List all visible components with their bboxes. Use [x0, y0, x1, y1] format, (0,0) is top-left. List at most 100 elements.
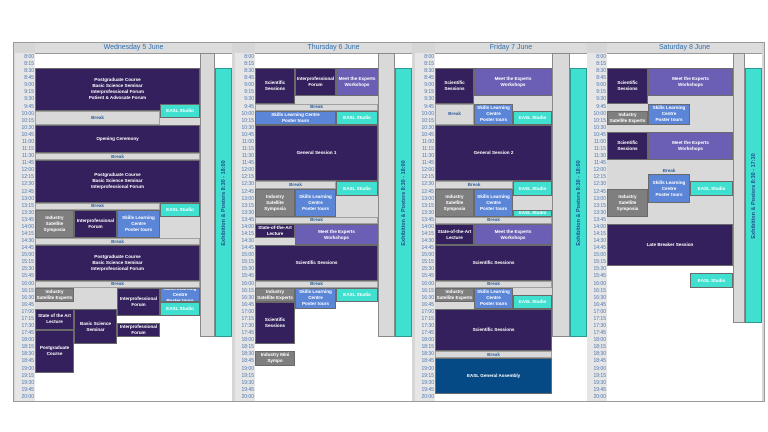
session-block[interactable]: General Session 2	[435, 124, 552, 182]
session-block[interactable]: Scientific Sessions	[255, 68, 295, 104]
time-label: 14:45	[241, 245, 254, 252]
time-label: 12:00	[593, 167, 606, 174]
time-label: 10:45	[421, 131, 434, 138]
session-block[interactable]: Industry Satellite Experts	[607, 110, 648, 125]
time-label: 10:15	[593, 117, 606, 124]
session-block[interactable]: EASL Studio	[690, 273, 733, 288]
session-block[interactable]: Meet the Experts Workshops	[648, 68, 733, 97]
session-block[interactable]: EASL Studio	[160, 301, 200, 316]
session-block[interactable]: Skills Learning Centre Poster tours	[648, 103, 690, 125]
session-block[interactable]: Scientific Sessions	[255, 245, 378, 281]
session-block[interactable]: Industry Satellite Symposia	[255, 188, 295, 217]
time-label: 14:30	[593, 238, 606, 245]
session-block[interactable]: Postgraduate Course Basic Science Semina…	[35, 245, 200, 281]
session-block[interactable]: Industry Satellite Experts	[255, 287, 295, 302]
session-block[interactable]: Scientific Sessions	[607, 68, 648, 104]
session-block[interactable]: Skills Learning Centre Poster tours	[648, 174, 690, 203]
time-label: 19:00	[593, 365, 606, 372]
session-block[interactable]: Meet the Experts Workshops	[474, 68, 552, 97]
session-block[interactable]: Interprofessional Forum	[74, 209, 117, 239]
session-block[interactable]: Scientific Sessions	[435, 68, 474, 104]
session-block[interactable]: EASL Studio	[336, 287, 378, 302]
session-block[interactable]: Late Breaker Session	[607, 223, 733, 267]
session-block[interactable]: Scientific Sessions	[607, 131, 648, 161]
session-block[interactable]: EASL General Assembly	[435, 358, 552, 394]
time-label: 10:30	[241, 124, 254, 131]
exhibition-posters-bar[interactable]: Exhibition & Posters 8:30 - 18:00	[570, 68, 587, 338]
session-block[interactable]: Scientific Sessions	[435, 308, 552, 352]
session-block[interactable]: Basic Science Seminar	[74, 308, 117, 345]
time-label: 10:30	[21, 124, 34, 131]
session-block[interactable]: Opening Ceremony	[35, 124, 200, 154]
time-label: 15:30	[241, 266, 254, 273]
time-label: 8:00	[244, 54, 254, 60]
time-column	[587, 53, 607, 401]
session-block[interactable]: EASL Studio	[690, 181, 733, 196]
session-block[interactable]: EASL Studio	[160, 103, 200, 118]
time-label: 20:00	[21, 393, 34, 400]
session-block[interactable]: Skills Learning Centre Poster tours	[255, 110, 336, 125]
day-header-saturday-8-june: Saturday 8 June	[607, 43, 762, 54]
session-block[interactable]: Skills Learning Centre Poster tours	[474, 103, 513, 125]
session-block[interactable]: Postgraduate Course Basic Science Semina…	[35, 160, 200, 203]
time-label: 8:30	[596, 68, 606, 75]
time-label: 13:15	[593, 202, 606, 209]
session-block[interactable]: Industry Satellite Experts	[35, 287, 74, 302]
session-block[interactable]: EASL Studio	[160, 202, 200, 217]
session-block[interactable]: State of the Art Lecture	[35, 308, 74, 331]
time-label: 16:45	[421, 301, 434, 308]
time-label: 9:30	[596, 96, 606, 103]
time-label: 19:45	[241, 386, 254, 393]
day-header-friday-7-june: Friday 7 June	[435, 43, 587, 54]
session-block[interactable]: Meet the Experts Workshops	[474, 223, 552, 246]
session-block[interactable]: Skills Learning Centre Poster tours	[295, 188, 336, 217]
session-block[interactable]: Industry Satellite Experts	[435, 287, 474, 302]
session-block[interactable]: Meet the Experts Workshops	[648, 131, 733, 161]
exhibition-posters-bar[interactable]: Exhibition & Posters 8:30 - 18:00	[395, 68, 412, 338]
session-block[interactable]: Scientific Sessions	[255, 301, 295, 345]
session-block[interactable]: Meet the Experts Workshops	[295, 223, 378, 246]
session-block[interactable]: General Session 1	[255, 124, 378, 182]
session-block[interactable]: Industry Satellite Symposia	[435, 188, 474, 217]
session-block[interactable]: Skills Learning Centre Poster tours	[474, 287, 513, 309]
session-block[interactable]: Interprofessional Forum	[117, 323, 160, 338]
exhibition-posters-bar[interactable]: Exhibition & Posters 8:30 - 18:00	[215, 68, 232, 338]
time-label: 11:45	[21, 160, 34, 167]
session-block[interactable]: EASL Studio	[513, 181, 552, 196]
session-block[interactable]: EASL Studio	[336, 110, 378, 125]
time-label: 8:15	[24, 61, 34, 68]
time-label: 12:00	[241, 167, 254, 174]
time-label: 13:45	[421, 216, 434, 223]
session-block[interactable]: Interprofessional Forum	[295, 68, 336, 97]
time-label: 19:45	[21, 386, 34, 393]
time-label: 15:00	[593, 252, 606, 259]
exhibition-posters-bar[interactable]: Exhibition & Posters 8:30 - 17:30	[745, 68, 762, 324]
session-block[interactable]: Industry Satellite Symposia	[35, 209, 74, 239]
session-block[interactable]: State-of-the-Art Lecture	[255, 223, 295, 239]
break-block: Break	[35, 238, 200, 246]
time-label: 12:45	[21, 188, 34, 195]
session-block[interactable]: Industry Satellite Symposia	[607, 188, 648, 217]
session-block[interactable]: EASL Studio	[513, 294, 552, 309]
session-block[interactable]: Skills Learning Centre Poster tours	[474, 188, 513, 217]
time-label: 10:00	[421, 110, 434, 117]
session-block[interactable]: Interprofessional Forum	[117, 287, 160, 316]
time-label: 9:30	[24, 96, 34, 103]
session-block[interactable]: Postgraduate Course	[35, 330, 74, 373]
session-block[interactable]: EASL Studio	[513, 110, 552, 125]
session-block[interactable]: Skills Learning Centre Poster tours	[295, 287, 336, 309]
session-block[interactable]: EASL Studio	[336, 181, 378, 196]
session-block[interactable]: EASL Studio	[513, 209, 552, 217]
break-block: Break	[35, 153, 200, 161]
time-label: 10:00	[21, 110, 34, 117]
session-block[interactable]: Skills Learning Centre Poster tours	[117, 209, 160, 239]
session-block[interactable]: Scientific Sessions	[435, 245, 552, 281]
session-block[interactable]: Industry Mini Sympo	[255, 351, 295, 366]
session-block[interactable]: Skills Learning Centre Poster tours	[160, 287, 200, 302]
session-block[interactable]: Meet the Experts Workshops	[336, 68, 378, 97]
time-label: 19:00	[421, 365, 434, 372]
session-block[interactable]: State-of-the-Art Lecture	[435, 223, 474, 246]
time-label: 10:00	[593, 110, 606, 117]
exhibition-label: Exhibition & Posters 8:30 - 17:30	[750, 152, 757, 239]
time-label: 20:00	[593, 393, 606, 400]
